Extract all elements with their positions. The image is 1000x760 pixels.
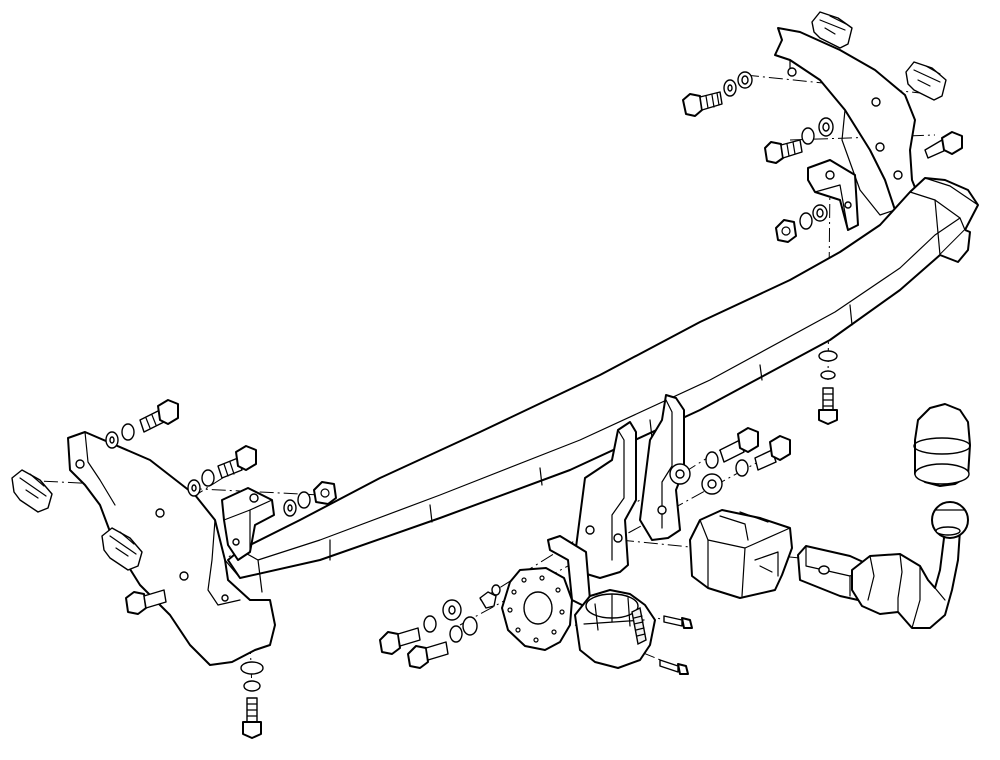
socket-plate [501,535,591,651]
bolt-right-upper [682,91,723,117]
washer [121,423,135,441]
cage-nut-right-2 [905,61,947,101]
bolt-socket-left-lower [407,641,449,669]
ball-cover-cap [913,403,971,487]
bolt-left-middle [217,445,257,479]
nut-socket-small [479,584,501,609]
washer-hole [707,479,717,489]
washer [243,680,261,692]
left-side-bracket [67,431,276,666]
bolt-vertical-right [818,387,838,425]
socket-screw-lower [659,659,689,675]
washer [297,491,311,509]
bolt-socket-left-upper [379,627,421,655]
clamp-nut-plate [689,509,793,599]
washer-hole [109,436,115,444]
bolt-vertical-left [242,697,262,739]
washer-hole [816,208,824,218]
tow-ball-neck [851,529,961,629]
washer [423,615,437,633]
bolt-right-middle [764,139,803,164]
washer [735,459,749,477]
nut-left-bracket [313,481,337,505]
center-mount-plates [574,394,685,579]
bolt-right-far [924,131,963,159]
bolt-center-upper [719,427,759,463]
cage-nut-right-1 [811,11,853,49]
socket-screw-upper [663,615,693,629]
washer [799,212,813,230]
right-side-bracket [774,27,921,231]
electrical-socket [574,589,656,669]
bolt-left-lower [125,589,167,615]
crossbar [227,177,979,593]
washer-hole [822,122,830,132]
washer-hole [287,504,293,512]
nut-right-bracket [775,219,797,243]
washer [449,625,463,643]
washer [820,370,836,380]
washer [201,469,215,487]
cage-nut-left-2 [101,527,143,571]
washer-hole [727,84,733,92]
washer-hole [675,469,685,479]
washer [240,661,264,675]
bolt-center-lower [754,435,791,471]
washer [705,451,719,469]
washer-hole [741,75,749,85]
washer [818,350,838,362]
washer-hole [191,484,197,492]
tow-ball [931,501,969,539]
bolt-left-upper [139,399,179,433]
washer [462,616,478,636]
washer-hole [448,605,456,615]
cage-nut-left-1 [11,469,53,513]
washer [801,127,815,145]
